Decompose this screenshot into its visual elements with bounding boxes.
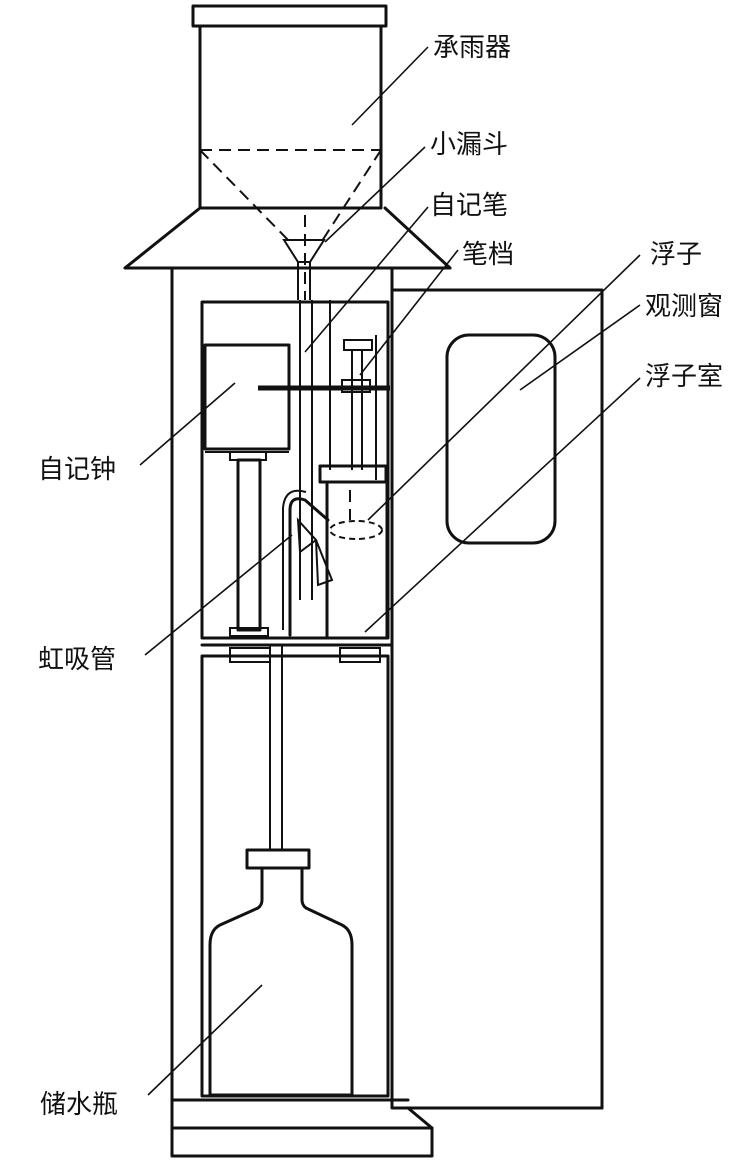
- rain-receiver: [191, 4, 388, 210]
- clock-drum: [203, 343, 291, 637]
- storage-bottle: [208, 848, 354, 1097]
- label-recording-pen: 自记笔: [430, 191, 508, 221]
- label-float: 浮子: [650, 240, 702, 270]
- float-chamber: [318, 464, 389, 640]
- label-small-funnel: 小漏斗: [430, 130, 508, 160]
- label-clock-drum: 自记钟: [38, 455, 116, 485]
- observation-window: [445, 333, 557, 545]
- housing: [170, 266, 434, 1158]
- siphon-tube: [282, 489, 334, 637]
- float: [329, 490, 383, 540]
- label-siphon-tube: 虹吸管: [38, 645, 116, 675]
- pen-stop: [329, 300, 377, 480]
- label-rain-receiver: 承雨器: [433, 33, 511, 63]
- small-funnel: [199, 149, 382, 300]
- label-observation-window: 观测窗: [645, 292, 723, 322]
- door: [390, 288, 604, 1130]
- label-storage-bottle: 储水瓶: [40, 1090, 118, 1120]
- label-float-chamber: 浮子室: [645, 362, 723, 392]
- label-pen-stop: 笔档: [462, 240, 514, 270]
- drain-pipe: [229, 645, 381, 850]
- leader-lines: [139, 46, 641, 1096]
